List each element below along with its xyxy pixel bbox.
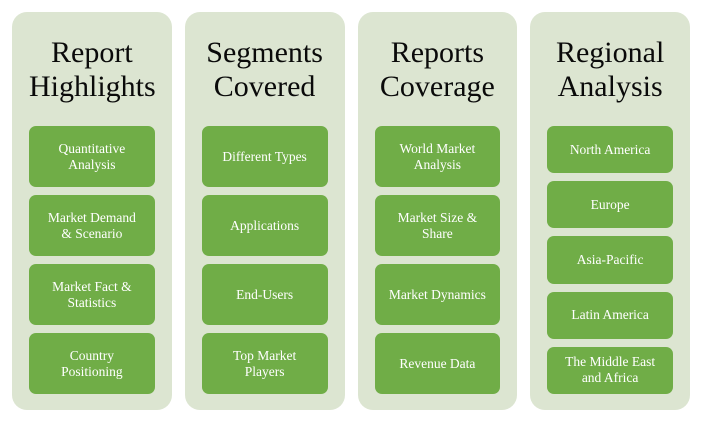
pill-stack-reports-coverage: World Market Analysis Market Size & Shar… — [374, 126, 501, 394]
pill-end-users[interactable]: End-Users — [201, 264, 328, 325]
pill-market-demand-scenario[interactable]: Market Demand & Scenario — [29, 195, 155, 256]
pill-market-size-share[interactable]: Market Size & Share — [374, 195, 501, 256]
panel-title-report-highlights: Report Highlights — [29, 36, 156, 103]
panel-title-segments-covered: Segments Covered — [206, 36, 323, 103]
pill-top-market-players[interactable]: Top Market Players — [201, 333, 328, 394]
panel-reports-coverage: Reports Coverage World Market Analysis M… — [357, 12, 518, 410]
pill-latin-america[interactable]: Latin America — [547, 291, 673, 339]
pill-asia-pacific[interactable]: Asia-Pacific — [547, 236, 673, 284]
pill-middle-east-africa[interactable]: The Middle East and Africa — [547, 346, 673, 395]
pill-quantitative-analysis[interactable]: Quantitative Analysis — [29, 126, 155, 187]
panel-report-highlights: Report Highlights Quantitative Analysis … — [12, 12, 172, 410]
pill-stack-segments-covered: Different Types Applications End-Users T… — [201, 126, 328, 394]
pill-revenue-data[interactable]: Revenue Data — [374, 333, 501, 394]
panel-title-regional-analysis: Regional Analysis — [555, 36, 665, 103]
pill-europe[interactable]: Europe — [547, 181, 673, 229]
panel-regional-analysis: Regional Analysis North America Europe A… — [530, 12, 690, 410]
pill-country-positioning[interactable]: Country Positioning — [29, 333, 155, 394]
pill-north-america[interactable]: North America — [547, 126, 673, 174]
pill-stack-regional-analysis: North America Europe Asia-Pacific Latin … — [547, 126, 673, 395]
pill-different-types[interactable]: Different Types — [201, 126, 328, 187]
pill-market-fact-statistics[interactable]: Market Fact & Statistics — [29, 264, 155, 325]
panel-segments-covered: Segments Covered Different Types Applica… — [184, 12, 345, 410]
pill-applications[interactable]: Applications — [201, 195, 328, 256]
panel-title-reports-coverage: Reports Coverage — [379, 36, 495, 103]
pill-market-dynamics[interactable]: Market Dynamics — [374, 264, 501, 325]
pill-world-market-analysis[interactable]: World Market Analysis — [374, 126, 501, 187]
pill-stack-report-highlights: Quantitative Analysis Market Demand & Sc… — [29, 126, 155, 394]
